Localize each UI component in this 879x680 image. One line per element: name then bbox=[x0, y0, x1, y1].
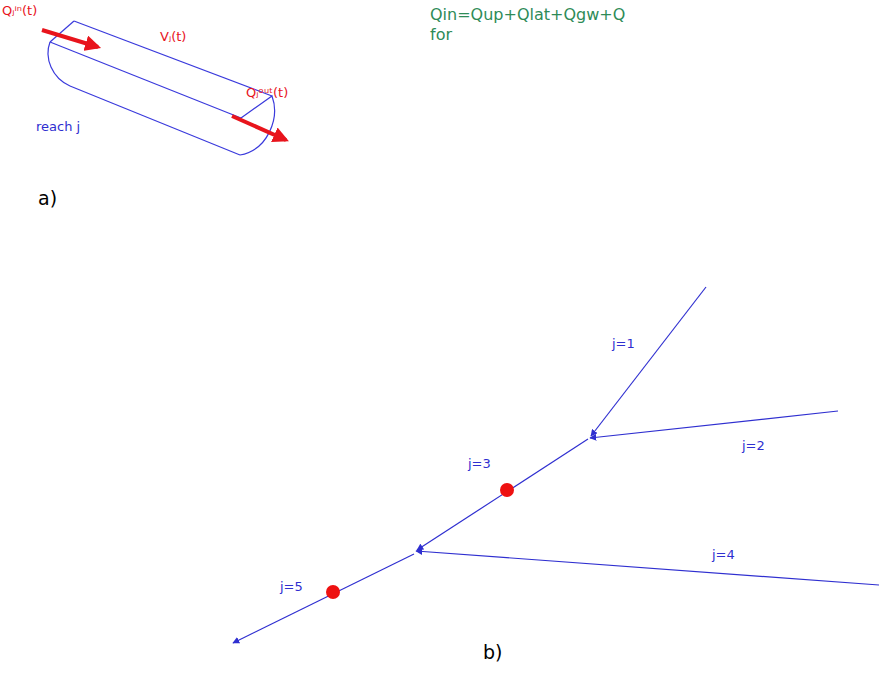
reach-label: j=4 bbox=[712, 548, 735, 563]
river-reach bbox=[591, 287, 706, 436]
reach-label: j=2 bbox=[742, 439, 765, 454]
trough-bottom bbox=[70, 86, 240, 155]
reach-label: j=1 bbox=[612, 337, 635, 352]
gauge-point bbox=[500, 483, 514, 497]
equation-text: Qin=Qup+Qlat+Qgw+Q bbox=[430, 6, 625, 24]
gauge-point bbox=[326, 585, 340, 599]
inflow-arrow bbox=[42, 30, 98, 47]
flow-label: Qⱼᵒᵘᵗ(t) bbox=[246, 86, 288, 101]
river-network bbox=[233, 287, 879, 643]
flow-label: Qⱼⁱⁿ(t) bbox=[2, 4, 37, 19]
reach-label: reach j bbox=[36, 120, 80, 135]
volume-label: Vⱼ(t) bbox=[160, 30, 186, 45]
panel-label: b) bbox=[483, 642, 502, 664]
trough-front-rim bbox=[50, 42, 241, 118]
outflow-arrow bbox=[232, 116, 286, 140]
panel-label: a) bbox=[38, 188, 57, 210]
river-reach bbox=[233, 554, 414, 643]
trough-left-end bbox=[48, 42, 70, 86]
river-reach bbox=[417, 439, 588, 550]
trough-back-rim bbox=[74, 21, 272, 96]
reach-label: j=3 bbox=[468, 457, 491, 472]
equation-text: for bbox=[430, 26, 452, 44]
river-reach bbox=[590, 411, 838, 438]
reach-label: j=5 bbox=[280, 580, 303, 595]
river-reach bbox=[416, 551, 879, 585]
